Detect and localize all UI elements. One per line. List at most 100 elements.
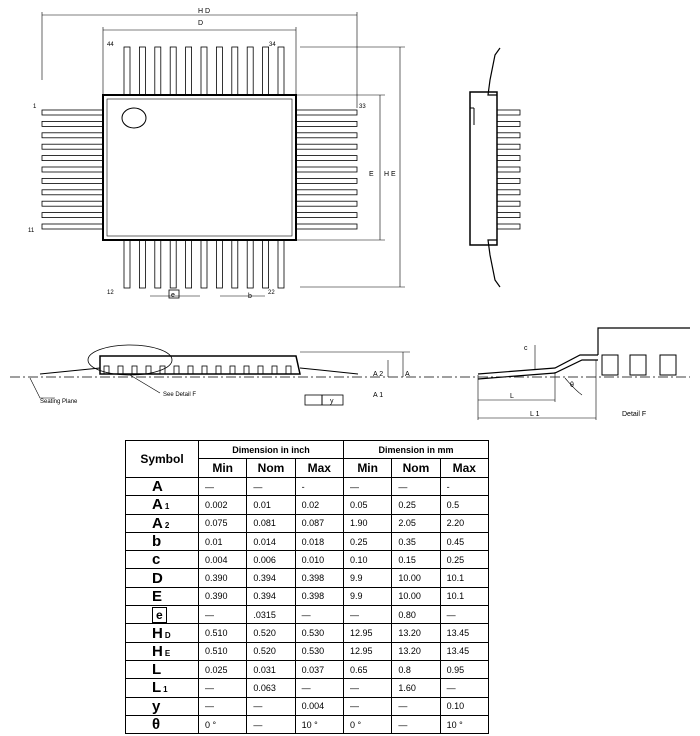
symbol: A [152, 514, 163, 532]
symbol: c [152, 551, 161, 569]
lead [295, 132, 358, 139]
dimension-table: Symbol Dimension in inch Dimension in mm… [125, 440, 490, 735]
label-E: E [369, 171, 374, 178]
lead [277, 46, 285, 96]
value-cell: 0.398 [294, 568, 344, 588]
value-cell: 0.530 [294, 641, 344, 661]
value-cell: 0.5 [439, 495, 490, 515]
value-cell: 0.520 [246, 641, 296, 661]
symbol: H [152, 624, 163, 642]
value-cell: — [246, 476, 296, 497]
value-cell: 0.006 [246, 550, 296, 570]
value-cell: — [391, 476, 441, 497]
pin1-marker [121, 107, 147, 129]
lead [41, 223, 104, 230]
lead [154, 46, 162, 96]
sub-header: Nom [391, 458, 441, 478]
value-cell: — [246, 696, 296, 716]
lead [41, 155, 104, 162]
value-cell: 10.00 [391, 568, 441, 588]
label-hd: H D [198, 8, 210, 15]
value-cell: 0.510 [197, 623, 248, 643]
value-cell: 0.081 [246, 513, 296, 533]
value-cell: 0.087 [294, 513, 344, 533]
symbol: e [152, 607, 167, 624]
lead [262, 239, 270, 289]
value-cell: 0.10 [439, 696, 490, 716]
symbol-cell: y [125, 696, 199, 716]
value-cell: 10 ° [294, 714, 344, 735]
lead [295, 121, 358, 127]
symbol: A [152, 496, 163, 514]
lead [246, 239, 254, 289]
lead [295, 223, 358, 230]
value-cell: — [342, 696, 393, 716]
lead [496, 177, 521, 184]
value-cell: — [439, 678, 490, 698]
symbol-subscript: 1 [164, 502, 170, 512]
value-cell: 0.063 [246, 678, 296, 698]
value-cell: 0.10 [342, 550, 393, 570]
lead [200, 239, 208, 289]
lead [117, 365, 124, 375]
lead [173, 365, 180, 375]
lead [496, 155, 521, 162]
lead [262, 46, 270, 96]
value-cell: 0.394 [246, 586, 296, 607]
lead [295, 177, 358, 184]
value-cell: 9.9 [342, 568, 393, 588]
value-cell: 0.014 [246, 531, 296, 552]
lead [496, 132, 521, 139]
lead [169, 239, 177, 289]
symbol: L [152, 661, 162, 679]
value-cell: - [294, 476, 344, 497]
value-cell: 0.80 [391, 605, 441, 625]
lead [131, 365, 138, 375]
symbol-cell: c [125, 550, 199, 570]
label-pin12: 12 [107, 290, 114, 296]
lead [496, 166, 521, 173]
value-cell: 0.010 [294, 550, 344, 570]
symbol: y [152, 697, 161, 715]
lead [187, 365, 194, 375]
lead [201, 365, 208, 375]
value-cell: 13.20 [391, 641, 441, 661]
lead [257, 365, 264, 375]
sub-header: Min [342, 458, 393, 478]
lead [138, 239, 146, 289]
value-cell: 0.510 [197, 641, 248, 661]
value-cell: 13.20 [391, 623, 441, 643]
value-cell: 0.02 [294, 495, 344, 515]
lead [123, 239, 131, 289]
value-cell: — [439, 605, 490, 625]
inch-header: Dimension in inch [198, 440, 344, 459]
symbol-subscript: 1 [163, 685, 168, 695]
label-l: L [510, 393, 514, 400]
lead [496, 121, 521, 127]
label-a2: A 2 [373, 371, 383, 378]
value-cell: 12.95 [342, 641, 393, 661]
value-cell: — [197, 476, 248, 497]
value-cell: — [342, 605, 393, 625]
label-y: y [330, 398, 334, 405]
label-a1: A 1 [373, 392, 383, 399]
symbol: A [152, 478, 163, 496]
table-row: A——-——- [125, 476, 490, 497]
value-cell: - [439, 476, 490, 497]
label-d: D [198, 20, 203, 27]
value-cell: 0.018 [294, 531, 344, 552]
value-cell: — [342, 476, 393, 497]
value-cell: — [246, 714, 296, 735]
lead [496, 143, 521, 150]
value-cell: 0.45 [439, 531, 490, 552]
lead [246, 46, 254, 96]
value-cell: 0.8 [391, 659, 441, 680]
lead [496, 189, 521, 196]
